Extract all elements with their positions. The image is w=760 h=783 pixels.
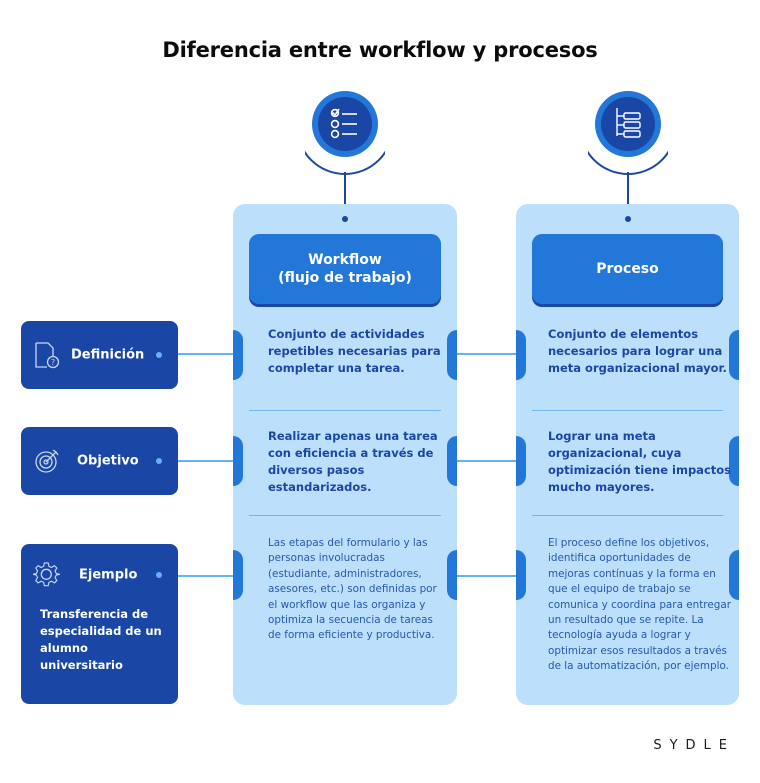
- column-dot: [624, 216, 631, 222]
- workflow-definition: Conjunto de actividades repetibles neces…: [268, 327, 441, 375]
- divider: [532, 515, 723, 516]
- target-icon: [35, 449, 59, 473]
- workflow-example: Las etapas del formulario y las personas…: [268, 537, 437, 642]
- workflow-column: Workflow (flujo de trabajo) Conjunto de …: [233, 204, 457, 705]
- row-label: Objetivo: [77, 453, 139, 469]
- connector-tab: [447, 550, 457, 600]
- connector-line: [457, 460, 517, 462]
- connector-tab: [516, 436, 526, 486]
- column-dot: [342, 216, 348, 222]
- checklist-icon: [296, 91, 394, 204]
- connector-line: [178, 575, 234, 577]
- connector-tab: [729, 330, 739, 380]
- proceso-definition: Conjunto de elementos necesarios para lo…: [548, 327, 727, 375]
- divider: [249, 515, 441, 516]
- divider: [249, 410, 441, 411]
- connector-tab: [447, 436, 457, 486]
- row-label: Definición: [71, 347, 145, 363]
- proceso-objective: Lograr una meta organizacional, cuya opt…: [548, 429, 732, 494]
- connector-tab: [233, 436, 243, 486]
- connector-tab: [233, 330, 243, 380]
- document-question-icon: ?: [35, 342, 60, 369]
- row-definicion: ? Definición: [21, 321, 178, 389]
- connector-line: [457, 575, 517, 577]
- page-title: Diferencia entre workflow y procesos: [162, 38, 598, 62]
- connector-tab: [729, 550, 739, 600]
- connector-tab: [729, 436, 739, 486]
- workflow-badge: [296, 86, 394, 206]
- connector-tab: [516, 550, 526, 600]
- connector-tab: [233, 550, 243, 600]
- row-dot: [156, 458, 162, 464]
- connector-line: [457, 353, 517, 355]
- row-ejemplo: Ejemplo Transferencia de especialidad de…: [21, 544, 178, 704]
- column-header: Proceso: [532, 234, 723, 304]
- connector-tab: [447, 330, 457, 380]
- divider: [532, 410, 723, 411]
- proceso-column: Proceso Conjunto de elementos necesarios…: [516, 204, 739, 705]
- proceso-badge: [579, 86, 677, 206]
- example-description: Transferencia de especialidad de un alum…: [40, 607, 162, 672]
- gear-icon: [33, 562, 61, 587]
- svg-text:?: ?: [51, 358, 55, 367]
- proceso-example: El proceso define los objetivos, identif…: [548, 537, 731, 673]
- workflow-objective: Realizar apenas una tarea con eficiencia…: [268, 429, 438, 494]
- row-objetivo: Objetivo: [21, 427, 178, 495]
- hierarchy-icon: [579, 91, 677, 204]
- connector-tab: [516, 330, 526, 380]
- connector-line: [178, 353, 234, 355]
- row-dot: [156, 572, 162, 578]
- connector-line: [178, 460, 234, 462]
- brand-logo: SYDLE: [653, 738, 735, 753]
- column-header: Workflow (flujo de trabajo): [249, 234, 441, 304]
- row-label: Ejemplo: [79, 567, 138, 583]
- row-dot: [156, 352, 162, 358]
